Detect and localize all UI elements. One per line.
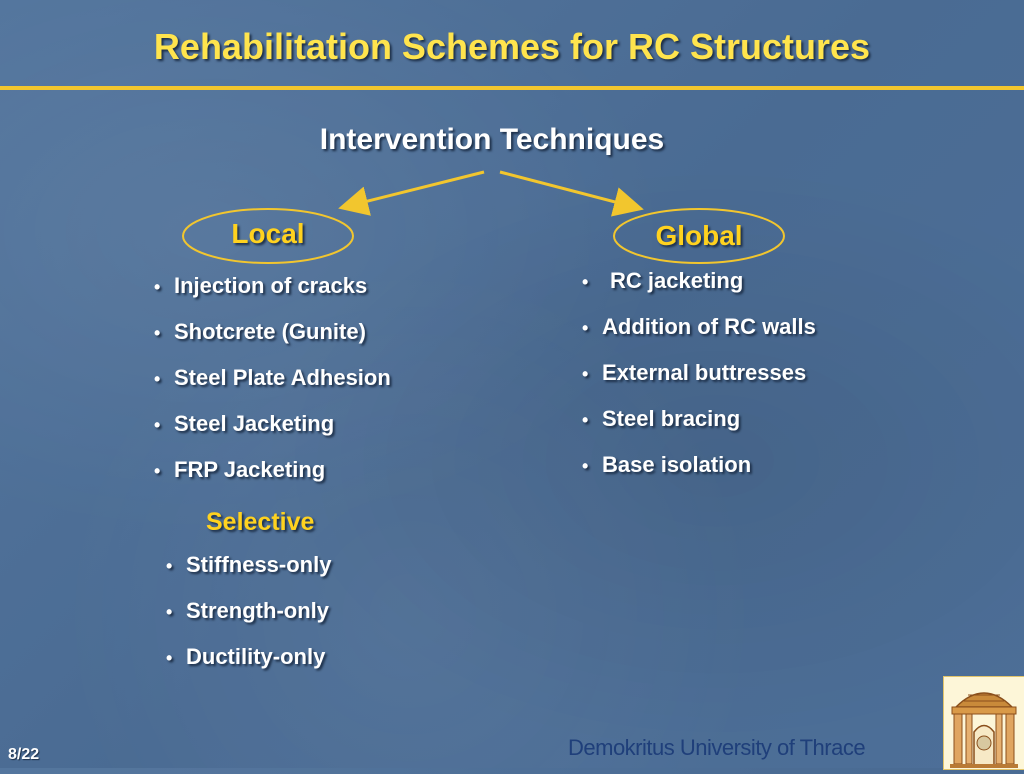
list-item: •RC jacketing: [582, 268, 744, 293]
local-label: Local: [231, 218, 305, 249]
list-item: •Addition of RC walls: [582, 314, 816, 339]
list-item: •Shotcrete (Gunite): [154, 319, 366, 344]
selective-list: •Stiffness-only •Strength-only •Ductilit…: [166, 550, 331, 688]
global-list: •RC jacketing •Addition of RC walls •Ext…: [582, 266, 816, 496]
arrow-to-local: [338, 170, 485, 216]
global-oval: [613, 208, 785, 264]
list-item: •FRP Jacketing: [154, 457, 326, 482]
university-name: Demokritus University of Thrace: [568, 735, 866, 760]
list-item: •Steel bracing: [582, 406, 741, 431]
list-item: •Stiffness-only: [166, 552, 332, 577]
list-item: •Steel Plate Adhesion: [154, 365, 391, 390]
list-item: •Injection of cracks: [154, 273, 368, 298]
local-list: •Injection of cracks •Shotcrete (Gunite)…: [154, 271, 391, 501]
slide-subtitle: Intervention Techniques: [319, 123, 665, 156]
selective-label: Selective: [206, 508, 315, 536]
list-item: •Base isolation: [582, 452, 752, 477]
list-item: •Ductility-only: [166, 644, 326, 669]
list-item: •Steel Jacketing: [154, 411, 335, 436]
global-label: Global: [655, 220, 743, 251]
title-underline: [0, 86, 1024, 90]
page-number: 8/22: [8, 746, 40, 763]
list-item: •Strength-only: [166, 598, 329, 623]
slide-title: Rehabilitation Schemes for RC Structures: [153, 26, 871, 67]
local-oval: [182, 208, 354, 264]
list-item: •External buttresses: [582, 360, 807, 385]
university-building-logo-icon: [943, 676, 1024, 770]
arrow-to-global: [499, 170, 644, 217]
